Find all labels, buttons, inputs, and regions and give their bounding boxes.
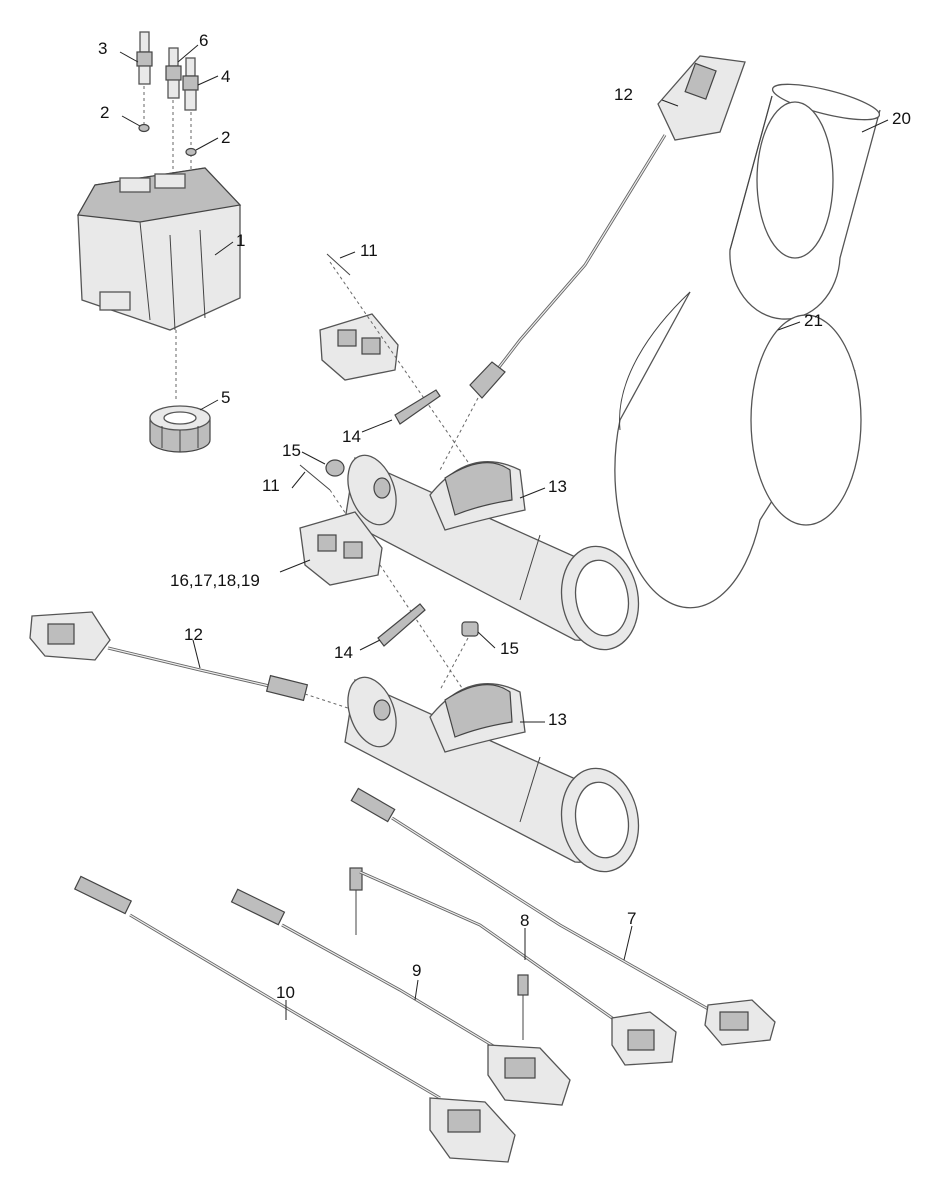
- bracket-upper: [319, 261, 471, 466]
- callout-11-lower: 11: [262, 476, 280, 495]
- bolt-11-upper: [326, 253, 351, 276]
- cable-8: [349, 867, 677, 1066]
- washer-2-left: [138, 123, 150, 133]
- callout-2-right: 2: [221, 128, 230, 147]
- callout-3: 3: [98, 39, 107, 58]
- fuse-14-lower: [377, 603, 426, 647]
- spark-plug-3: [136, 31, 153, 125]
- callout-7: 7: [627, 909, 636, 928]
- nut-15-lower: [439, 621, 479, 691]
- callout-4: 4: [221, 67, 230, 86]
- sleeve-21: [614, 291, 862, 609]
- washer-2-right: [185, 147, 197, 157]
- nut-ring-5: [149, 405, 211, 453]
- fuse-14-upper: [394, 389, 441, 425]
- cable-7: [350, 787, 776, 1046]
- callout-12-top: 12: [614, 85, 633, 104]
- spark-plug-4: [182, 57, 199, 210]
- callout-10: 10: [276, 983, 295, 1002]
- callout-20: 20: [892, 109, 911, 128]
- tube-13-lower: [344, 676, 640, 873]
- callout-14-upper: 14: [342, 427, 361, 446]
- cable-9: [230, 888, 571, 1106]
- callout-9: 9: [412, 961, 421, 980]
- callout-21: 21: [804, 311, 823, 330]
- callout-5: 5: [221, 388, 230, 407]
- cable-10: [73, 875, 516, 1163]
- callout-13-lower: 13: [548, 710, 567, 729]
- callout-11-upper: 11: [360, 241, 378, 260]
- callout-1: 1: [236, 231, 245, 250]
- callout-8: 8: [520, 911, 529, 930]
- callout-15-lower: 15: [500, 639, 519, 658]
- connector-12-left: [29, 611, 361, 713]
- callout-14-lower: 14: [334, 643, 353, 662]
- tube-13-upper: [344, 454, 640, 651]
- callout-2-left: 2: [100, 103, 109, 122]
- connector-12-top: [439, 55, 746, 471]
- spark-plug-6: [165, 47, 182, 205]
- battery-housing-1: [77, 167, 242, 400]
- bracket-16-19: [299, 511, 383, 586]
- callout-6: 6: [199, 31, 208, 50]
- nut-15-upper: [325, 459, 345, 477]
- callout-16-17-18-19: 16,17,18,19: [170, 571, 260, 590]
- sleeve-20: [729, 83, 881, 320]
- callout-13-upper: 13: [548, 477, 567, 496]
- callout-15-upper: 15: [282, 441, 301, 460]
- callout-12-left: 12: [184, 625, 203, 644]
